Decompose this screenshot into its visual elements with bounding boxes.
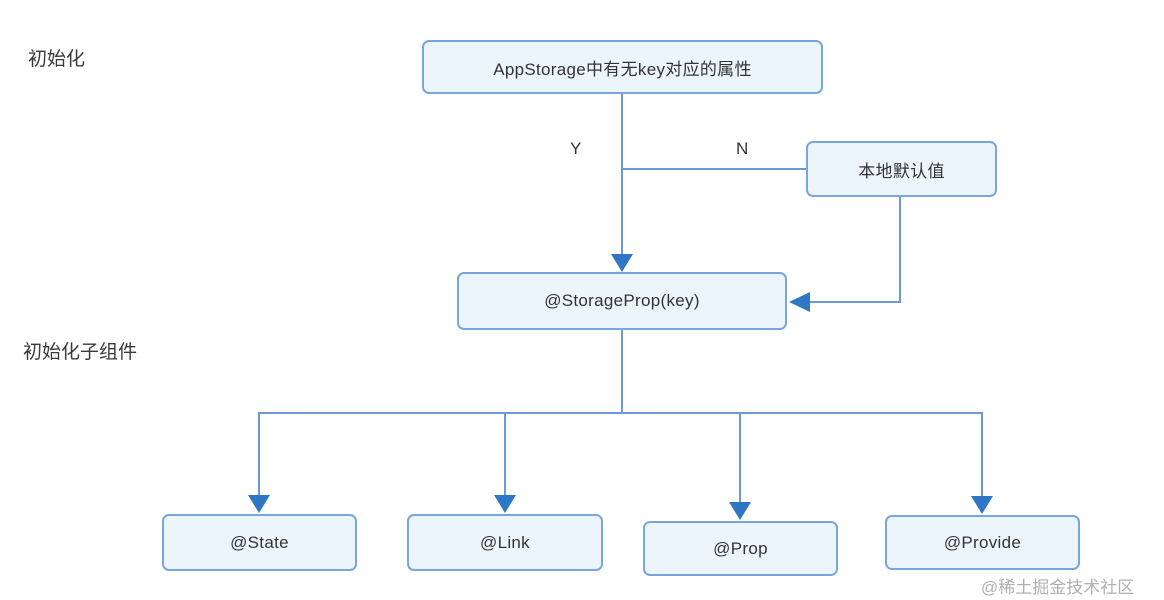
stage-label-init: 初始化 [28, 49, 86, 70]
node-question: AppStorage中有无key对应的属性 [422, 40, 823, 94]
node-storage-prop: @StorageProp(key) [457, 272, 787, 330]
arrowhead-storageprop-top [611, 254, 633, 272]
node-link: @Link [407, 514, 603, 571]
node-local-default: 本地默认值 [806, 141, 997, 197]
arrowhead-state [248, 495, 270, 513]
watermark-text: @稀土掘金技术社区 [981, 578, 1135, 597]
arrowhead-storageprop-right [789, 292, 810, 312]
stage-label-init-children: 初始化子组件 [23, 342, 138, 363]
node-state: @State [162, 514, 357, 571]
arrowhead-provide [971, 496, 993, 514]
branch-label-no: N [736, 139, 749, 158]
arrowhead-link [494, 495, 516, 513]
node-prop: @Prop [643, 521, 838, 576]
arrowhead-prop [729, 502, 751, 520]
branch-label-yes: Y [570, 139, 582, 158]
node-provide: @Provide [885, 515, 1080, 570]
